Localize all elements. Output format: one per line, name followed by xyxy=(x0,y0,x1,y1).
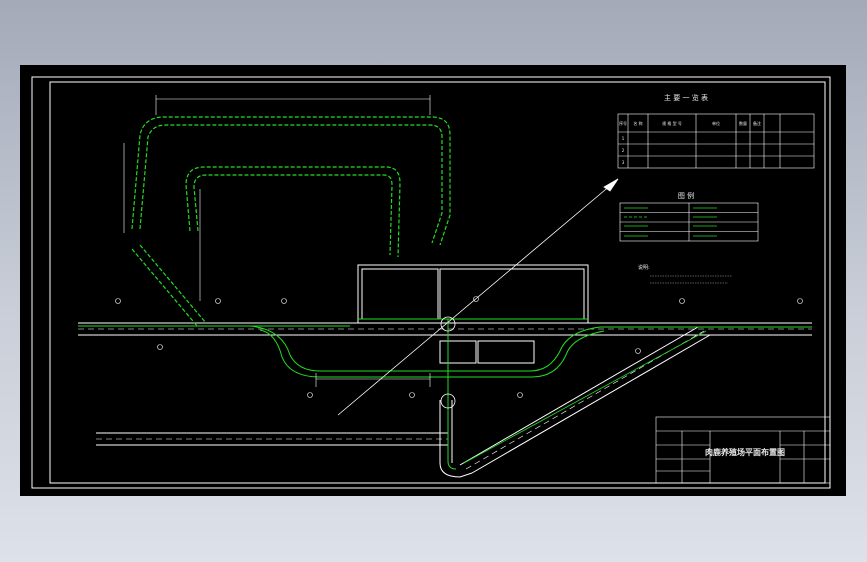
title-block: 肉鹿养殖场平面布置图 xyxy=(655,416,831,484)
buildings xyxy=(357,264,589,364)
equipment-table: 主 要 一 览 表 序号名 称 规 格 型 号 单位 数量备注 1 2 3 xyxy=(617,93,815,169)
table-header-cell: 规 格 型 号 xyxy=(662,120,682,126)
table-header-cell: 名 称 xyxy=(633,120,642,126)
access-road xyxy=(439,400,473,478)
diagonal-road xyxy=(459,326,711,474)
table-header-cell: 单位 xyxy=(712,120,720,126)
table-cell: 1 xyxy=(622,136,625,141)
north-arrow xyxy=(337,178,619,416)
dimension-lines xyxy=(123,95,431,387)
inner-frame xyxy=(49,81,826,484)
pipe-network xyxy=(131,116,451,328)
well-symbols xyxy=(440,316,456,409)
table-header-cell: 数量 xyxy=(739,120,747,126)
drawing-title: 肉鹿养殖场平面布置图 xyxy=(705,447,785,457)
table-cell: 2 xyxy=(622,148,625,153)
table-cell: 3 xyxy=(622,160,625,165)
index-markers xyxy=(115,296,803,398)
cad-drawing: 主 要 一 览 表 序号名 称 规 格 型 号 单位 数量备注 1 2 3 图 例 xyxy=(31,76,831,489)
drawing-viewport[interactable]: 主 要 一 览 表 序号名 称 规 格 型 号 单位 数量备注 1 2 3 图 例 xyxy=(20,65,846,496)
table-title: 主 要 一 览 表 xyxy=(664,93,708,102)
table-header-cell: 备注 xyxy=(753,120,761,126)
notes-title: 说明: xyxy=(638,264,650,271)
legend: 图 例 xyxy=(619,191,759,242)
notes: 说明: xyxy=(638,264,732,284)
pipe-solid-lines xyxy=(78,318,812,470)
legend-title: 图 例 xyxy=(678,191,694,200)
table-header-cell: 序号 xyxy=(619,120,627,126)
outer-frame xyxy=(31,76,831,489)
